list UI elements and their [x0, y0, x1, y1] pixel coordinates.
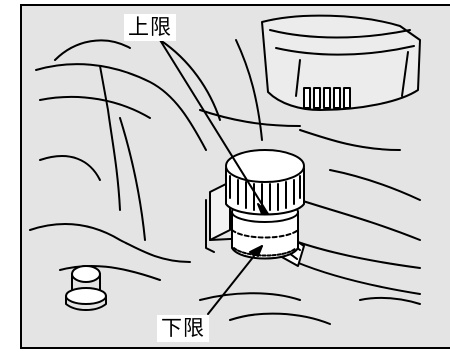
lower-limit-pointer [207, 245, 263, 315]
upper-limit-label: 上限 [124, 14, 176, 41]
reservoir-cap [225, 149, 305, 216]
lower-limit-label: 下限 [157, 315, 209, 342]
reservoir-hose [279, 233, 421, 295]
leader-lines [159, 39, 269, 315]
upper-limit-pointer [159, 39, 269, 215]
air-intake-housing [261, 14, 421, 111]
vent-slots [303, 87, 351, 109]
mounting-bolt [65, 265, 107, 311]
engine-bay-lines [29, 39, 421, 325]
